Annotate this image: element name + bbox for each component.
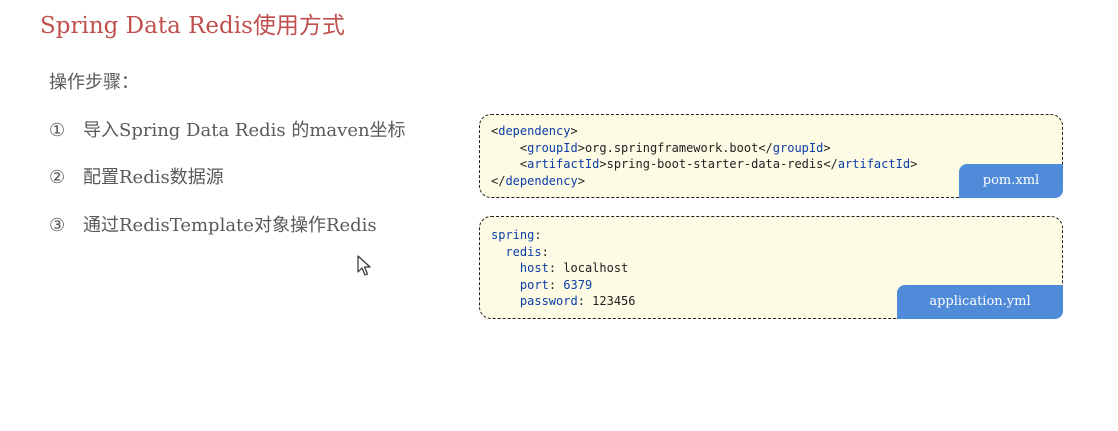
- yml-key: redis: [505, 244, 542, 259]
- mouse-pointer-icon: [357, 255, 373, 281]
- xml-tag: dependency: [505, 173, 578, 188]
- slide-title: Spring Data Redis使用方式: [40, 13, 345, 39]
- yml-value: 123456: [592, 294, 636, 308]
- xml-value: org.springframework.boot: [584, 140, 759, 155]
- step-text: 配置Redis数据源: [83, 167, 224, 188]
- pom-code: <dependency> <groupId>org.springframewor…: [491, 124, 918, 188]
- yml-key: password: [519, 294, 578, 308]
- yml-key: host: [519, 261, 549, 275]
- yml-key: port: [519, 277, 549, 292]
- pom-file-badge: pom.xml: [959, 164, 1063, 198]
- step-text: 导入Spring Data Redis 的maven坐标: [83, 120, 406, 141]
- step-text: 通过RedisTemplate对象操作Redis: [83, 215, 377, 236]
- xml-tag: groupId: [772, 140, 824, 155]
- xml-value: spring-boot-starter-data-redis: [606, 157, 824, 171]
- xml-tag: artifactId: [837, 157, 911, 171]
- step-3: ③ 通过RedisTemplate对象操作Redis: [49, 211, 377, 237]
- yml-value: 6379: [563, 277, 593, 292]
- step-number: ②: [49, 167, 66, 188]
- yml-code: spring: redis: host: localhost port: 637…: [491, 228, 636, 308]
- steps-heading: 操作步骤：: [49, 72, 139, 93]
- step-1: ① 导入Spring Data Redis 的maven坐标: [49, 116, 406, 142]
- pom-code-box: <dependency> <groupId>org.springframewor…: [479, 114, 1063, 198]
- yml-value: localhost: [563, 261, 629, 275]
- yml-key: spring: [491, 228, 535, 242]
- step-number: ①: [49, 120, 66, 141]
- step-number: ③: [49, 215, 66, 236]
- yml-file-badge: application.yml: [897, 285, 1063, 319]
- xml-tag: dependency: [498, 124, 571, 138]
- step-2: ② 配置Redis数据源: [49, 163, 224, 189]
- yml-code-box: spring: redis: host: localhost port: 637…: [479, 216, 1063, 319]
- xml-tag: artifactId: [527, 157, 600, 171]
- xml-tag: groupId: [527, 140, 578, 155]
